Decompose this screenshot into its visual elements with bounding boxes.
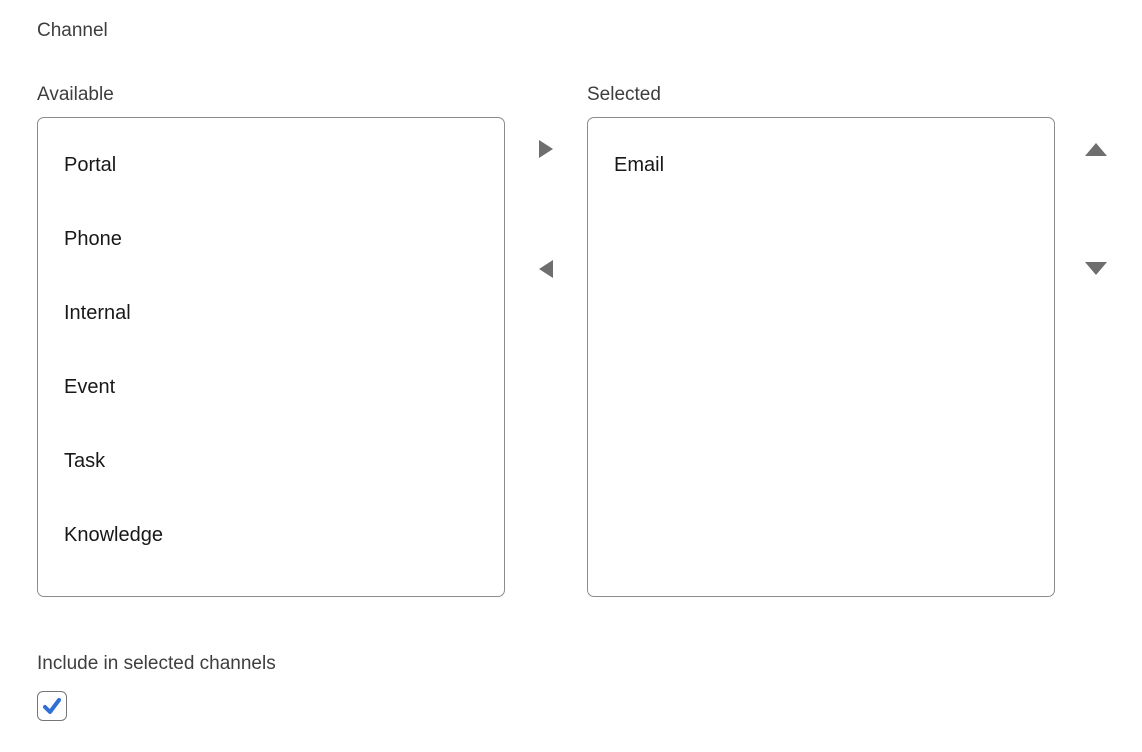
available-option-internal[interactable]: Internal	[64, 301, 131, 324]
available-listbox[interactable]: Portal Phone Internal Event Task Knowled…	[37, 117, 505, 597]
selected-options: Email	[588, 118, 1054, 202]
move-down-button[interactable]	[1081, 253, 1111, 283]
move-up-button[interactable]	[1081, 134, 1111, 164]
checkmark-icon	[43, 698, 61, 714]
available-option-phone[interactable]: Phone	[64, 227, 122, 250]
selected-listbox[interactable]: Email	[587, 117, 1055, 597]
available-option-knowledge[interactable]: Knowledge	[64, 523, 163, 546]
include-checkbox[interactable]	[37, 691, 67, 721]
available-option-event[interactable]: Event	[64, 375, 116, 398]
down-triangle-icon	[1085, 261, 1107, 275]
include-checkbox-label: Include in selected channels	[37, 653, 276, 674]
right-triangle-icon	[539, 140, 553, 158]
available-option-portal[interactable]: Portal	[64, 153, 117, 176]
move-to-available-button[interactable]	[531, 254, 561, 284]
available-option-task[interactable]: Task	[64, 449, 106, 472]
move-to-selected-button[interactable]	[531, 134, 561, 164]
up-triangle-icon	[1085, 142, 1107, 156]
field-label: Channel	[37, 20, 108, 41]
left-triangle-icon	[539, 260, 553, 278]
available-options: Portal Phone Internal Event Task Knowled…	[38, 118, 504, 572]
selected-list-label: Selected	[587, 84, 661, 105]
selected-option-email[interactable]: Email	[614, 153, 665, 176]
available-list-label: Available	[37, 84, 114, 105]
